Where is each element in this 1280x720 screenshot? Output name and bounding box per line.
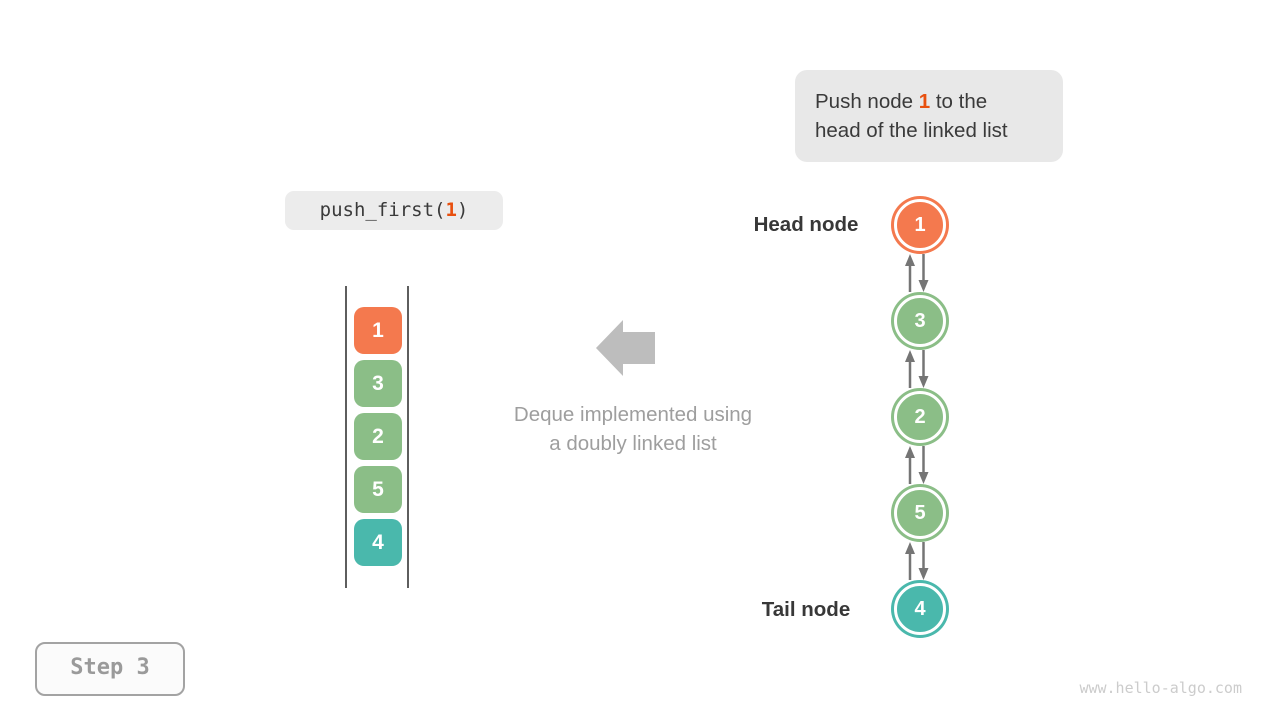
head-node-label: Head node — [753, 213, 859, 236]
tail-node-label: Tail node — [761, 598, 851, 621]
linked-list-node-1: 1 — [894, 199, 946, 251]
deque-caption: Deque implemented using a doubly linked … — [483, 401, 783, 458]
deque-left-rail — [345, 286, 347, 588]
function-call-text: push_first( — [319, 199, 446, 221]
deque-item-2: 2 — [354, 413, 402, 460]
linked-list-node-3: 3 — [894, 295, 946, 347]
bidirectional-link-arrows-icon — [905, 542, 929, 580]
linked-list-node-5: 5 — [894, 487, 946, 539]
left-block-arrow-icon — [596, 320, 655, 376]
function-arg-value: 1 — [445, 199, 457, 221]
annotation-text: Push node — [815, 90, 919, 113]
annotation-highlight-value: 1 — [918, 90, 931, 113]
deque-stack: 1 3 2 5 4 — [354, 307, 402, 572]
linked-list-node-2: 2 — [894, 391, 946, 443]
linked-list-node-4: 4 — [894, 583, 946, 635]
push-annotation: Push node 1 to the head of the linked li… — [795, 70, 1063, 162]
function-call-text: ) — [456, 199, 469, 221]
annotation-line-1: Push node 1 to the — [815, 87, 1043, 116]
annotation-text: to the — [930, 90, 988, 113]
watermark: www.hello-algo.com — [1079, 679, 1242, 697]
step-badge: Step 3 — [35, 642, 185, 696]
bidirectional-link-arrows-icon — [905, 254, 929, 292]
annotation-line-2: head of the linked list — [815, 119, 1008, 142]
deque-caption-line-1: Deque implemented using — [513, 403, 753, 426]
deque-item-1: 1 — [354, 307, 402, 354]
deque-item-3: 3 — [354, 360, 402, 407]
bidirectional-link-arrows-icon — [905, 350, 929, 388]
deque-right-rail — [407, 286, 409, 588]
function-call-box: push_first(1) — [285, 191, 503, 230]
deque-caption-line-2: a doubly linked list — [549, 431, 717, 455]
deque-item-5: 5 — [354, 466, 402, 513]
deque-item-4: 4 — [354, 519, 402, 566]
bidirectional-link-arrows-icon — [905, 446, 929, 484]
